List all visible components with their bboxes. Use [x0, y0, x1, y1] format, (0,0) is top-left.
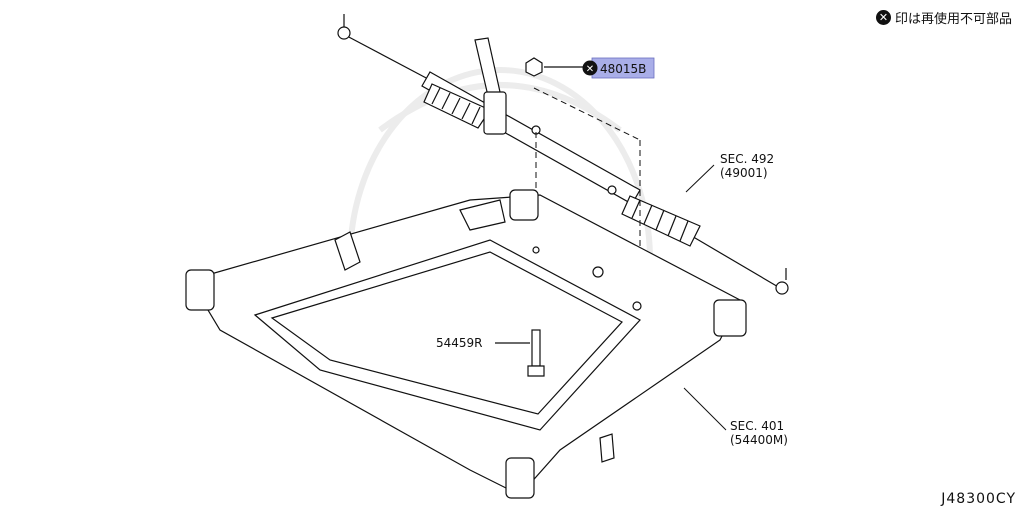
- diagram-code: J48300CY: [941, 491, 1016, 507]
- left-tie-rod-end: [337, 26, 351, 40]
- front-suspension-member[interactable]: [185, 189, 747, 499]
- legend: ✕ 印は再使用不可部品: [875, 8, 1012, 27]
- right-boot: [621, 195, 701, 247]
- legend-text: 印は再使用不可部品: [894, 12, 1012, 27]
- right-tie-rod-end: [775, 281, 789, 295]
- label-sec401-line2: (54400M): [730, 433, 788, 447]
- label-sec492-line1[interactable]: SEC. 492: [720, 152, 774, 166]
- steering-gear-assembly[interactable]: [337, 14, 789, 295]
- mount-rear-right: [713, 299, 747, 337]
- bolt-54459r[interactable]: [495, 329, 545, 377]
- label-48015b[interactable]: 48015B: [600, 62, 646, 76]
- mount-front-left: [185, 269, 215, 311]
- non-reusable-mark-icon: ✕: [875, 10, 891, 25]
- label-sec492-line2: (49001): [720, 166, 768, 180]
- label-sec401-line1[interactable]: SEC. 401: [730, 419, 784, 433]
- mount-rear-left: [509, 189, 539, 221]
- non-reusable-48015b-mark: ✕: [586, 64, 594, 75]
- mount-front-right: [505, 457, 535, 499]
- nut-48015b[interactable]: [525, 57, 586, 77]
- leader-lines: [683, 164, 727, 431]
- non-reusable-48015b-icon: [582, 60, 598, 76]
- label-54459r[interactable]: 54459R: [436, 336, 483, 350]
- left-boot: [423, 83, 491, 129]
